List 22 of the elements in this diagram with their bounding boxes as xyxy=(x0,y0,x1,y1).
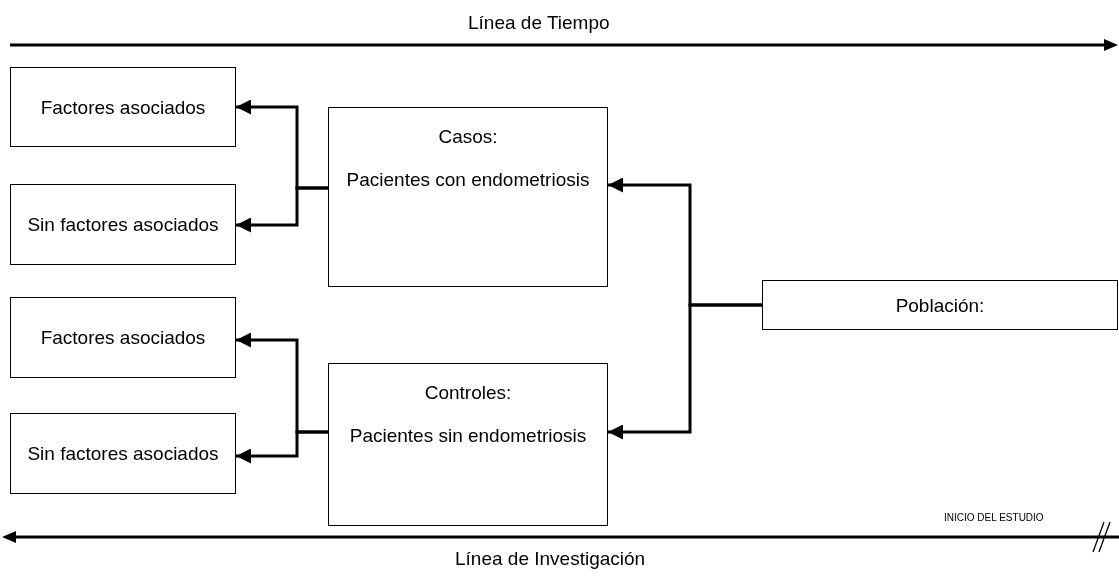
box-text: Pacientes sin endometriosis xyxy=(349,424,587,448)
process-box xyxy=(10,297,236,378)
axis-label: Línea de Tiempo xyxy=(468,12,610,34)
process-box xyxy=(10,67,236,147)
box-heading: Controles: xyxy=(424,381,512,405)
box-text: Pacientes con endometriosis xyxy=(346,168,590,192)
process-box xyxy=(762,280,1118,330)
box-text: Sin factores asociados xyxy=(27,442,219,466)
box-text: Factores asociados xyxy=(40,326,206,350)
process-box xyxy=(10,413,236,494)
box-heading: Casos: xyxy=(438,125,498,149)
axis-label: Línea de Investigación xyxy=(455,548,646,570)
arrow xyxy=(236,430,328,464)
box-text: Sin factores asociados xyxy=(27,213,219,237)
process-box xyxy=(10,184,236,265)
process-box xyxy=(328,107,608,287)
arrow xyxy=(608,303,762,440)
box-text: Población: xyxy=(895,293,985,318)
arrow xyxy=(236,186,328,233)
note-label: INICIO DEL ESTUDIO xyxy=(944,512,1044,523)
box-text: Factores asociados xyxy=(40,95,206,120)
process-box xyxy=(328,363,608,526)
